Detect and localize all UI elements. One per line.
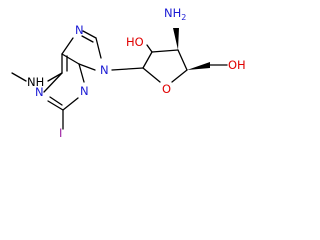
label-methylamino-nh: NH xyxy=(27,75,44,89)
wedge-c4prime-c5prime xyxy=(187,62,210,70)
bond-oring-c1prime xyxy=(142,67,161,83)
bond-c2-n1 xyxy=(47,100,64,111)
bond-c8-n9 xyxy=(95,37,102,59)
bond-n1-c6 xyxy=(43,72,63,93)
bond-c4prime-oring xyxy=(171,69,188,83)
bond-c5-c4 xyxy=(61,53,80,65)
label-amino-nh: NH xyxy=(164,6,181,20)
bond-c2-n1-double xyxy=(49,96,63,106)
chemical-structure-diagram: NH N N N N I HO NH2 O OH xyxy=(11,6,246,140)
label-amino-subscript: 2 xyxy=(181,13,186,22)
bond-n9-c4 xyxy=(78,63,96,71)
bond-nh-c6 xyxy=(47,72,63,82)
bond-c5-n7 xyxy=(61,37,74,55)
bond-c2prime-oh xyxy=(146,44,153,53)
bond-methyl-nh xyxy=(11,72,27,82)
bond-n7-c8-double xyxy=(81,35,94,43)
label-n1: N xyxy=(35,85,44,99)
label-iodine: I xyxy=(59,126,62,140)
label-hydroxymethyl-oh: OH xyxy=(228,58,246,72)
label-n9: N xyxy=(100,63,109,77)
bond-n3-c2 xyxy=(62,97,79,111)
wedge-c3prime-nh2 xyxy=(173,28,179,50)
label-ring-oxygen: O xyxy=(162,82,171,96)
bond-c1prime-c2prime xyxy=(142,51,153,69)
bond-n9-c1prime xyxy=(111,67,144,71)
label-n3: N xyxy=(80,84,89,98)
bond-c4-n3 xyxy=(78,63,85,83)
bond-n7-c8 xyxy=(82,30,97,39)
label-ring-hydroxyl: HO xyxy=(126,35,144,49)
bond-c3prime-c4prime xyxy=(177,49,188,71)
label-n7: N xyxy=(75,23,84,37)
label-amino: NH2 xyxy=(164,6,186,22)
bond-c2prime-c3prime xyxy=(151,49,179,53)
